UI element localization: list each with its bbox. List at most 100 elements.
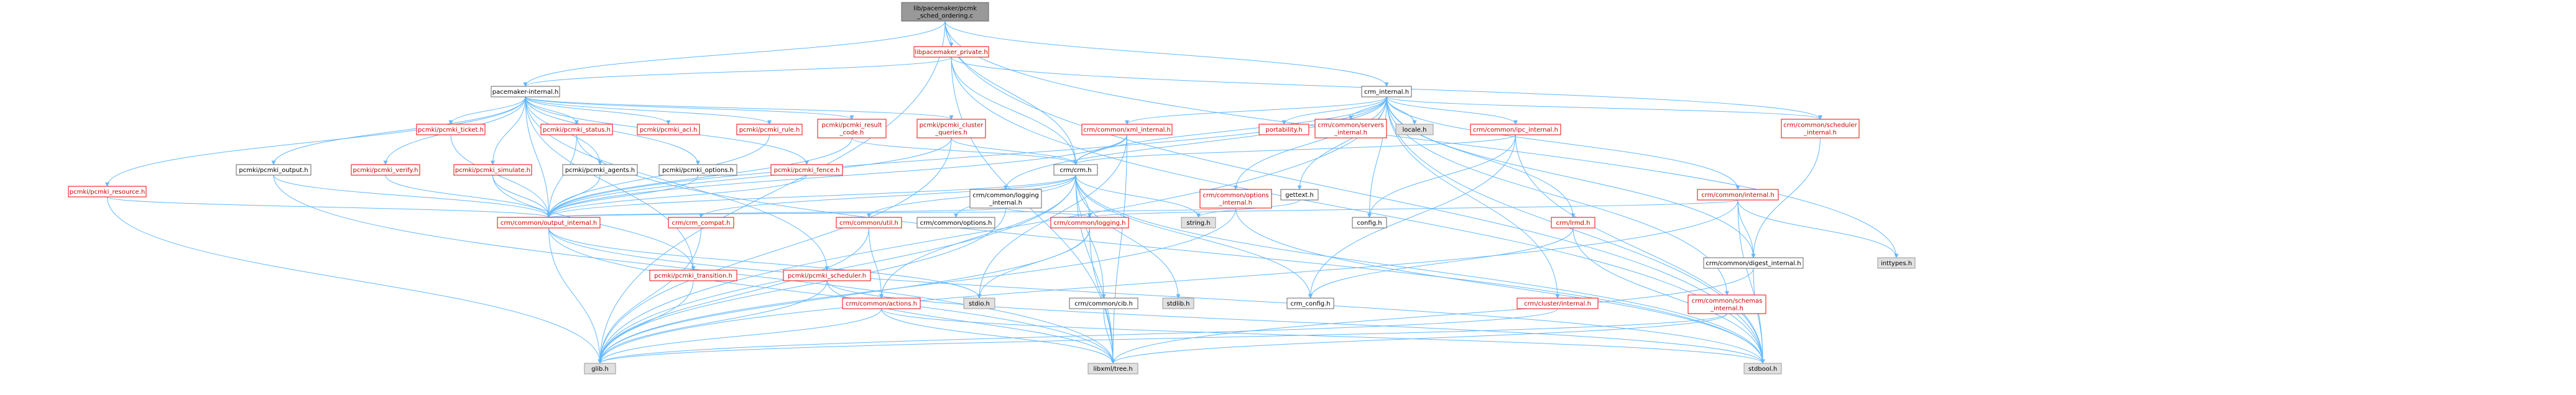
node-label: pcmki/pcmki_resource.h bbox=[70, 189, 145, 196]
node-crm-common-servers-internal[interactable]: crm/common/servers_internal.h bbox=[1314, 119, 1387, 138]
node-label: crm/common/util.h bbox=[839, 220, 898, 227]
node-box bbox=[540, 124, 613, 135]
edge-crm-common-digest-internal-to-libxml-tree bbox=[1110, 268, 1754, 364]
edge-crm-common-xml-internal-to-crm-crm bbox=[1073, 134, 1127, 165]
node-pcmki-options[interactable]: pcmki/pcmki_options.h bbox=[658, 164, 737, 176]
node-label: locale.h bbox=[1403, 127, 1427, 134]
node-pcmki-status[interactable]: pcmki/pcmki_status.h bbox=[540, 124, 613, 135]
edge-pcmki-verify-to-crm-common-output-internal bbox=[385, 175, 551, 218]
edge-pcmki-resource-to-glib bbox=[107, 196, 602, 364]
node-box bbox=[658, 164, 737, 176]
node-portability[interactable]: portability.h bbox=[1258, 124, 1309, 135]
edge-crm-common-output-internal-to-stdio bbox=[548, 227, 982, 299]
node-pcmki-acl[interactable]: pcmki/pcmki_acl.h bbox=[637, 124, 700, 135]
node-crm-crm-compat[interactable]: crm/crm_compat.h bbox=[668, 217, 734, 229]
edge-pacemaker-internal-to-pcmki-simulate bbox=[491, 96, 526, 165]
node-pacemaker-internal[interactable]: pacemaker-internal.h bbox=[491, 86, 560, 98]
node-label: libpacemaker_private.h bbox=[915, 49, 987, 56]
node-pcmki-transition[interactable]: pcmki/pcmki_transition.h bbox=[649, 270, 737, 281]
node-box bbox=[1081, 124, 1173, 135]
edge-crm-common-digest-internal-to-stdbool bbox=[1753, 268, 1765, 364]
node-label: pcmki/pcmki_simulate.h bbox=[455, 167, 530, 174]
node-pcmki-scheduler[interactable]: pcmki/pcmki_scheduler.h bbox=[783, 270, 871, 281]
node-crm-common-output-internal[interactable]: crm/common/output_internal.h bbox=[497, 217, 601, 229]
node-pcmki-output[interactable]: pcmki/pcmki_output.h bbox=[236, 164, 312, 176]
node-crm-common-internal[interactable]: crm/common/internal.h bbox=[1697, 189, 1779, 201]
node-label: crm/common/options.h bbox=[920, 220, 992, 227]
node-box bbox=[637, 124, 700, 135]
node-crm-common-schemas-internal[interactable]: crm/common/schemas_internal.h bbox=[1687, 294, 1766, 314]
edge-crm-internal-to-config bbox=[1367, 96, 1387, 218]
node-crm-common-scheduler-internal[interactable]: crm/common/scheduler_internal.h bbox=[1781, 119, 1860, 138]
node-crm-config[interactable]: crm_config.h bbox=[1286, 297, 1334, 309]
node-box bbox=[491, 86, 560, 98]
node-crm-common-digest-internal[interactable]: crm/common/digest_internal.h bbox=[1703, 257, 1804, 269]
node-label: crm/common/servers bbox=[1318, 122, 1383, 129]
node-label: pcmki/pcmki_verify.h bbox=[353, 167, 418, 174]
node-pcmki-cluster-queries[interactable]: pcmki/pcmki_cluster_queries.h bbox=[916, 119, 986, 138]
node-crm-common-actions[interactable]: crm/common/actions.h bbox=[842, 297, 921, 309]
edge-crm-common-internal-to-stdbool bbox=[1737, 199, 1765, 364]
node-label: pcmki/pcmki_options.h bbox=[662, 167, 734, 174]
node-libpacemaker-private[interactable]: libpacemaker_private.h bbox=[913, 46, 989, 58]
node-label: crm/cluster/internal.h bbox=[1524, 301, 1591, 307]
node-label: crm/common/xml_internal.h bbox=[1083, 127, 1171, 134]
edge-crm-common-xml-internal-to-stdio bbox=[977, 134, 1127, 299]
node-crm-common-xml-internal[interactable]: crm/common/xml_internal.h bbox=[1081, 124, 1173, 135]
node-label: glib.h bbox=[591, 366, 609, 373]
node-crm-common-cib[interactable]: crm/common/cib.h bbox=[1069, 297, 1138, 309]
edge-crm-common-output-internal-to-stdbool bbox=[548, 227, 1765, 364]
node-box bbox=[1314, 119, 1387, 138]
node-pcmki-rule[interactable]: pcmki/pcmki_rule.h bbox=[736, 124, 803, 135]
edge-crm-common-xml-internal-to-crm-common-output-internal bbox=[547, 134, 1127, 218]
node-label: string.h bbox=[1186, 220, 1210, 227]
node-libxml-tree: libxml/tree.h bbox=[1087, 363, 1138, 375]
node-crm-cluster-internal[interactable]: crm/cluster/internal.h bbox=[1517, 297, 1599, 309]
node-pcmki-ticket[interactable]: pcmki/pcmki_ticket.h bbox=[416, 124, 486, 135]
node-box bbox=[1395, 124, 1434, 135]
node-box bbox=[916, 217, 995, 229]
edge-crm-common-xml-internal-to-libxml-tree bbox=[1110, 134, 1127, 364]
node-config[interactable]: config.h bbox=[1352, 217, 1387, 229]
node-label: crm/common/options bbox=[1203, 193, 1268, 199]
node-crm-lrmd[interactable]: crm/lrmd.h bbox=[1551, 217, 1595, 229]
node-box bbox=[1053, 164, 1098, 176]
node-crm-common-util[interactable]: crm/common/util.h bbox=[836, 217, 902, 229]
edge-crm-internal-to-portability bbox=[1281, 96, 1387, 125]
edge-gettext-to-string bbox=[1196, 199, 1300, 218]
node-box bbox=[1781, 119, 1860, 138]
edge-crm-common-logging-internal-to-crm-common-logging bbox=[1005, 207, 1092, 218]
node-crm-common-options-internal[interactable]: crm/common/options_internal.h bbox=[1199, 189, 1272, 209]
edge-crm-lrmd-to-crm-config bbox=[1308, 227, 1574, 299]
node-label: crm/common/ipc_internal.h bbox=[1473, 127, 1558, 134]
node-label: pcmki/pcmki_ticket.h bbox=[418, 127, 484, 134]
node-pcmki-result-code[interactable]: pcmki/pcmki_result_code.h bbox=[817, 119, 887, 138]
node-gettext[interactable]: gettext.h bbox=[1280, 189, 1319, 201]
node-pcmki-verify[interactable]: pcmki/pcmki_verify.h bbox=[351, 164, 420, 176]
edge-pcmki-simulate-to-crm-common-output-internal bbox=[492, 175, 551, 218]
node-crm-common-logging[interactable]: crm/common/logging.h bbox=[1050, 217, 1129, 229]
node-label: pcmki/pcmki_scheduler.h bbox=[788, 273, 866, 279]
node-pcmki-fence[interactable]: pcmki/pcmki_fence.h bbox=[770, 164, 843, 176]
edge-layer bbox=[105, 20, 1899, 364]
node-label: gettext.h bbox=[1285, 192, 1314, 199]
node-pcmki-agents[interactable]: pcmki/pcmki_agents.h bbox=[562, 164, 638, 176]
node-crm-crm[interactable]: crm/crm.h bbox=[1053, 164, 1098, 176]
node-pcmki-simulate[interactable]: pcmki/pcmki_simulate.h bbox=[453, 164, 532, 176]
edge-crm-common-logging-to-libxml-tree bbox=[1089, 227, 1115, 364]
edge-crm-common-options-internal-to-glib bbox=[598, 207, 1236, 364]
node-label: _code.h bbox=[839, 130, 864, 137]
node-string: string.h bbox=[1181, 217, 1216, 229]
node-pcmki-resource[interactable]: pcmki/pcmki_resource.h bbox=[68, 186, 147, 198]
node-crm-internal[interactable]: crm_internal.h bbox=[1361, 86, 1412, 98]
node-box bbox=[1551, 217, 1595, 229]
node-label: _internal.h bbox=[1219, 200, 1252, 207]
edge-pcmki-result-code-to-crm-common-output-internal bbox=[547, 137, 852, 218]
node-root: lib/pacemaker/pcmk_sched_ordering.c bbox=[901, 2, 989, 22]
node-crm-common-options[interactable]: crm/common/options.h bbox=[916, 217, 995, 229]
node-crm-common-logging-internal[interactable]: crm/common/logging_internal.h bbox=[969, 189, 1042, 209]
node-crm-common-ipc-internal[interactable]: crm/common/ipc_internal.h bbox=[1470, 124, 1561, 135]
node-label: crm/common/actions.h bbox=[846, 301, 917, 307]
edge-crm-common-cib-to-libxml-tree bbox=[1103, 308, 1115, 364]
node-box bbox=[1199, 189, 1272, 209]
